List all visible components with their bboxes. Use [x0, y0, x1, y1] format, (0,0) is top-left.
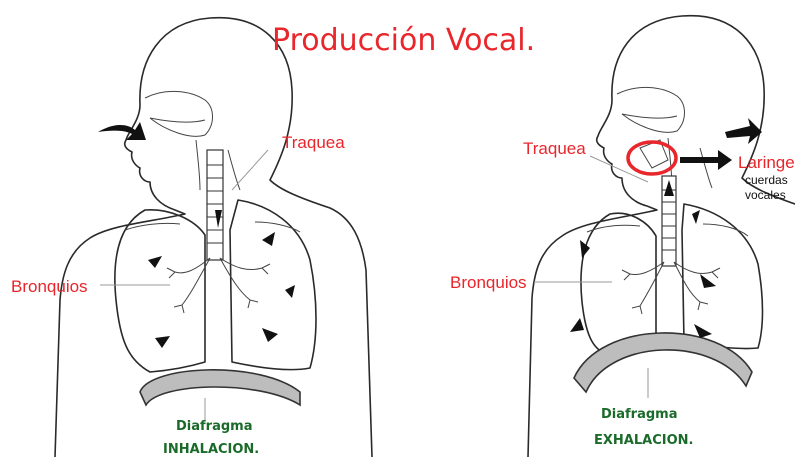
label-traquea-left: Traquea — [282, 133, 345, 152]
label-diafragma-left: Diafragma — [176, 419, 252, 434]
airflow-in-mouth-arrow — [98, 122, 146, 140]
laringe-pointer-arrow-head — [718, 150, 732, 170]
exhalation-figure — [528, 16, 795, 457]
bronchi-right — [622, 262, 720, 314]
label-bronquios-left: Bronquios — [11, 277, 88, 296]
inhalation-figure — [55, 18, 372, 457]
diaphragm-right — [574, 333, 752, 392]
page-title: Producción Vocal. — [272, 23, 535, 58]
bronchi-left — [167, 258, 270, 313]
label-vocales: vocales — [745, 188, 786, 202]
caption-exhalacion: EXHALACION. — [594, 433, 693, 448]
label-diafragma-right: Diafragma — [601, 407, 677, 422]
larynx-highlight-circle — [628, 142, 676, 174]
label-bronquios-right: Bronquios — [450, 273, 527, 292]
label-laringe: Laringe — [738, 153, 795, 172]
airflow-out-mouth-arrow — [725, 118, 762, 144]
laringe-pointer-arrow-shaft — [680, 157, 720, 163]
right-lung-outline-a — [230, 200, 316, 370]
label-cuerdas: cuerdas — [745, 173, 788, 187]
label-traquea-right: Traquea — [523, 139, 586, 158]
caption-inhalacion: INHALACION. — [163, 442, 259, 457]
diaphragm-left — [140, 370, 300, 405]
